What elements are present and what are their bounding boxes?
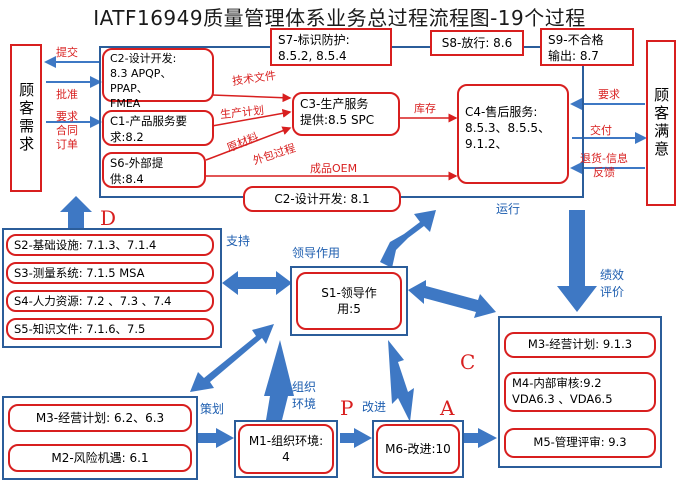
support-item-s2: S2-基础设施: 7.1.3、7.1.4 [6, 234, 214, 256]
s6-external-box: S6-外部提 供:8.4 [102, 152, 206, 188]
plan-item-m2: M2-风险机遇: 6.1 [8, 444, 192, 472]
pdca-c: C [460, 350, 476, 374]
label-request-contract: 要求 合同 订单 [56, 110, 78, 151]
org-env-frame [234, 420, 338, 478]
pdca-a: A [440, 396, 455, 420]
label-finished-oem: 成品OEM [310, 162, 358, 175]
check-item-m5: M5-管理评审: 9.3 [504, 428, 656, 458]
support-item-s4: S4-人力资源: 7.2 、7.3 、7.4 [6, 290, 214, 312]
improve-box: M6-改进:10 [376, 424, 460, 474]
improve-frame [372, 420, 464, 478]
customer-satisfaction-box: 顾客满意 [646, 40, 676, 206]
leadership-frame [290, 266, 408, 336]
label-submit: 提交 [56, 46, 78, 59]
org-env-box: M1-组织环境: 4 [238, 424, 334, 474]
label-org-env: 组织 环境 [292, 380, 317, 411]
label-support: 支持 [226, 234, 251, 248]
support-frame [2, 228, 222, 348]
pdca-p: P [340, 396, 354, 420]
label-performance: 绩效 评价 [600, 268, 625, 299]
label-leadership: 领导作用 [292, 246, 341, 260]
page-title: IATF16949质量管理体系业务总过程流程图-19个过程 [93, 6, 586, 30]
support-item-s5: S5-知识文件: 7.1.6、7.5 [6, 318, 214, 340]
label-return-info: 退货-信息 反馈 [580, 152, 628, 179]
check-frame [498, 316, 662, 468]
arrow-prod-plan [211, 108, 292, 127]
arrow-raw-material [205, 126, 292, 161]
pdca-d: D [100, 206, 117, 230]
check-item-m4: M4-内部审核:9.2 VDA6.3 、VDA6.5 [504, 372, 656, 412]
label-delivery: 交付 [590, 124, 612, 137]
check-item-m3: M3-经营计划: 9.1.3 [504, 332, 656, 358]
arrow-tech-docs [211, 93, 292, 103]
label-operation: 运行 [496, 202, 521, 216]
plan-item-m3: M3-经营计划: 6.2、6.3 [8, 404, 192, 432]
planning-frame [2, 396, 198, 480]
label-improvement: 改进 [362, 400, 387, 414]
c4-aftersales-box: C4-售后服务: 8.5.3、8.5.5、 9.1.2、 [457, 84, 569, 184]
label-approve: 批准 [56, 88, 78, 101]
c2-design-box: C2-设计开发: 8.3 APQP、PPAP、 FMEA [102, 48, 214, 110]
big-arrows [60, 196, 597, 448]
s7-box: S7-标识防护: 8.5.2, 8.5.4 [270, 28, 392, 66]
s8-box: S8-放行: 8.6 [430, 30, 524, 56]
leadership-box: S1-领导作 用:5 [296, 272, 402, 330]
s9-box: S9-不合格 输出: 8.7 [540, 28, 634, 66]
customer-demand-box: 顾客需求 [10, 44, 42, 192]
label-inventory: 库存 [414, 102, 436, 115]
c3-production-box: C3-生产服务 提供:8.5 SPC [292, 92, 400, 136]
c1-product-box: C1-产品服务要 求:8.2 [102, 110, 214, 146]
support-item-s3: S3-测量系统: 7.1.5 MSA [6, 262, 214, 284]
label-cust-request: 要求 [598, 88, 620, 101]
label-planning: 策划 [200, 402, 225, 416]
c2-design-bottom-box: C2-设计开发: 8.1 [243, 186, 401, 212]
